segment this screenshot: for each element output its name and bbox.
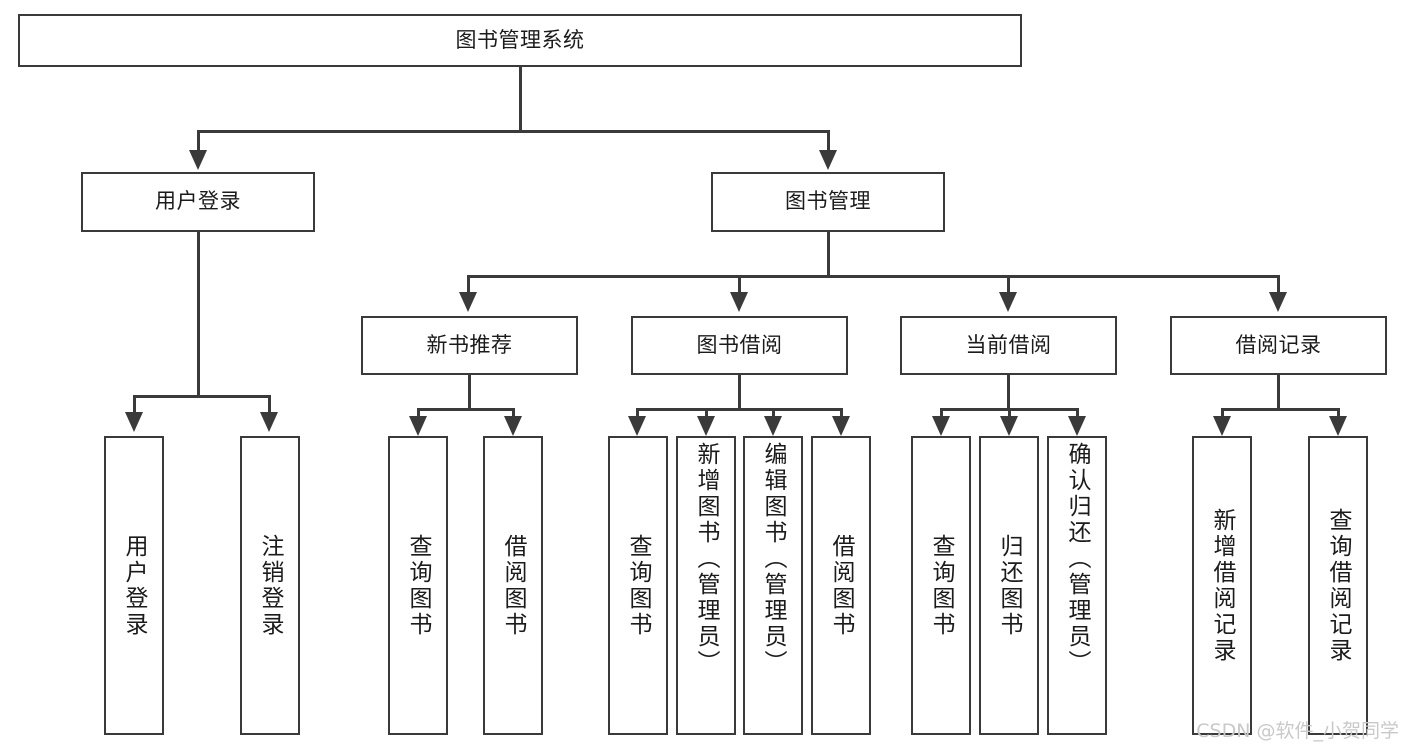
connector-userlogin-drop-2 (268, 395, 271, 413)
connector-current-drop-1 (940, 408, 943, 418)
leaf-recommend-query-book[interactable]: 查询图书 (388, 436, 448, 735)
connector-record-stem (1277, 375, 1280, 410)
arrow-to-book-borrow (730, 292, 748, 312)
node-label: 新书推荐 (426, 332, 513, 357)
connector-record-bar (1221, 408, 1340, 411)
node-label: 用户登录 (155, 189, 241, 214)
leaf-label: 查询图书 (928, 533, 955, 638)
connector-bookmanage-drop-3 (1007, 275, 1010, 293)
leaf-current-confirm-return[interactable]: 确认归还（管理员） (1047, 436, 1107, 735)
node-label: 借阅记录 (1235, 332, 1322, 357)
arrow-to-user-login (189, 150, 207, 170)
leaf-current-query-book[interactable]: 查询图书 (911, 436, 971, 735)
connector-userlogin-bar (133, 395, 270, 398)
leaf-label: 用户登录 (121, 533, 148, 638)
connector-borrow-drop-2 (705, 408, 708, 418)
watermark: CSDN @软件_小贺同学 (1196, 720, 1399, 742)
node-label: 图书管理 (785, 189, 871, 214)
arrow-to-leaf-query-book-2 (628, 416, 646, 436)
arrow-to-leaf-borrow-book-1 (504, 416, 522, 436)
connector-recommend-drop-1 (417, 408, 420, 418)
arrow-to-leaf-add-record (1213, 416, 1231, 436)
arrow-to-current-borrow (999, 292, 1017, 312)
leaf-label: 归还图书 (996, 533, 1023, 638)
arrow-to-borrow-record (1269, 292, 1287, 312)
leaf-record-query-record[interactable]: 查询借阅记录 (1308, 436, 1368, 735)
leaf-label: 查询图书 (405, 533, 432, 638)
connector-borrow-bar (636, 408, 843, 411)
node-borrow-record[interactable]: 借阅记录 (1170, 316, 1387, 375)
connector-bookmanage-drop-4 (1277, 275, 1280, 293)
leaf-label: 查询借阅记录 (1325, 507, 1352, 664)
arrow-to-leaf-return-book (1000, 416, 1018, 436)
connector-current-drop-2 (1008, 408, 1011, 418)
arrow-to-leaf-query-record (1329, 416, 1347, 436)
leaf-recommend-borrow-book[interactable]: 借阅图书 (483, 436, 543, 735)
node-label: 图书管理系统 (455, 27, 585, 52)
leaf-label: 借阅图书 (500, 533, 527, 638)
connector-recommend-stem (468, 375, 471, 410)
connector-bookmanage-drop-1 (467, 275, 470, 293)
node-current-borrow[interactable]: 当前借阅 (900, 316, 1117, 375)
arrow-to-leaf-edit-book (764, 416, 782, 436)
leaf-label: 借阅图书 (828, 533, 855, 638)
node-book-manage[interactable]: 图书管理 (711, 172, 945, 232)
connector-current-drop-3 (1076, 408, 1079, 418)
connector-userlogin-drop-1 (133, 395, 136, 413)
connector-record-drop-1 (1221, 408, 1224, 418)
leaf-label: 编辑图书（管理员） (760, 442, 787, 676)
arrow-to-leaf-confirm-return (1068, 416, 1086, 436)
connector-root-stem (519, 67, 522, 132)
connector-record-drop-2 (1337, 408, 1340, 418)
arrow-to-leaf-query-book-3 (932, 416, 950, 436)
connector-current-stem (1007, 375, 1010, 410)
node-root-system[interactable]: 图书管理系统 (18, 14, 1022, 67)
leaf-logout[interactable]: 注销登录 (240, 436, 300, 735)
connector-userlogin-stem (197, 232, 200, 397)
connector-borrow-drop-1 (636, 408, 639, 418)
connector-root-bar (197, 130, 830, 133)
leaf-label: 查询图书 (625, 533, 652, 638)
arrow-to-leaf-add-book (697, 416, 715, 436)
arrow-to-leaf-logout (260, 412, 278, 432)
leaf-user-login[interactable]: 用户登录 (104, 436, 164, 735)
arrow-to-leaf-query-book-1 (409, 416, 427, 436)
connector-borrow-drop-3 (772, 408, 775, 418)
leaf-current-return-book[interactable]: 归还图书 (979, 436, 1039, 735)
connector-root-drop-1 (197, 130, 200, 152)
connector-root-drop-2 (827, 130, 830, 152)
connector-recommend-drop-2 (512, 408, 515, 418)
leaf-label: 注销登录 (257, 533, 284, 638)
leaf-record-add-record[interactable]: 新增借阅记录 (1192, 436, 1252, 735)
leaf-borrow-edit-book[interactable]: 编辑图书（管理员） (743, 436, 803, 735)
node-user-login[interactable]: 用户登录 (81, 172, 315, 232)
leaf-borrow-borrow-book[interactable]: 借阅图书 (811, 436, 871, 735)
leaf-label: 新增图书（管理员） (693, 442, 720, 676)
connector-bookmanage-bar (467, 275, 1280, 278)
connector-borrow-drop-4 (840, 408, 843, 418)
node-book-borrow[interactable]: 图书借阅 (631, 316, 848, 375)
leaf-borrow-query-book[interactable]: 查询图书 (608, 436, 668, 735)
arrow-to-leaf-user-login (125, 412, 143, 432)
leaf-borrow-add-book[interactable]: 新增图书（管理员） (676, 436, 736, 735)
node-new-book-recommend[interactable]: 新书推荐 (361, 316, 578, 375)
node-label: 当前借阅 (965, 332, 1052, 357)
arrow-to-book-manage (819, 150, 837, 170)
connector-borrow-stem (738, 375, 741, 410)
leaf-label: 确认归还（管理员） (1064, 442, 1091, 676)
connector-recommend-bar (417, 408, 515, 411)
connector-bookmanage-stem (827, 232, 830, 277)
leaf-label: 新增借阅记录 (1209, 507, 1236, 664)
connector-bookmanage-drop-2 (738, 275, 741, 293)
arrow-to-new-book-recommend (459, 292, 477, 312)
node-label: 图书借阅 (696, 332, 783, 357)
arrow-to-leaf-borrow-book-2 (832, 416, 850, 436)
